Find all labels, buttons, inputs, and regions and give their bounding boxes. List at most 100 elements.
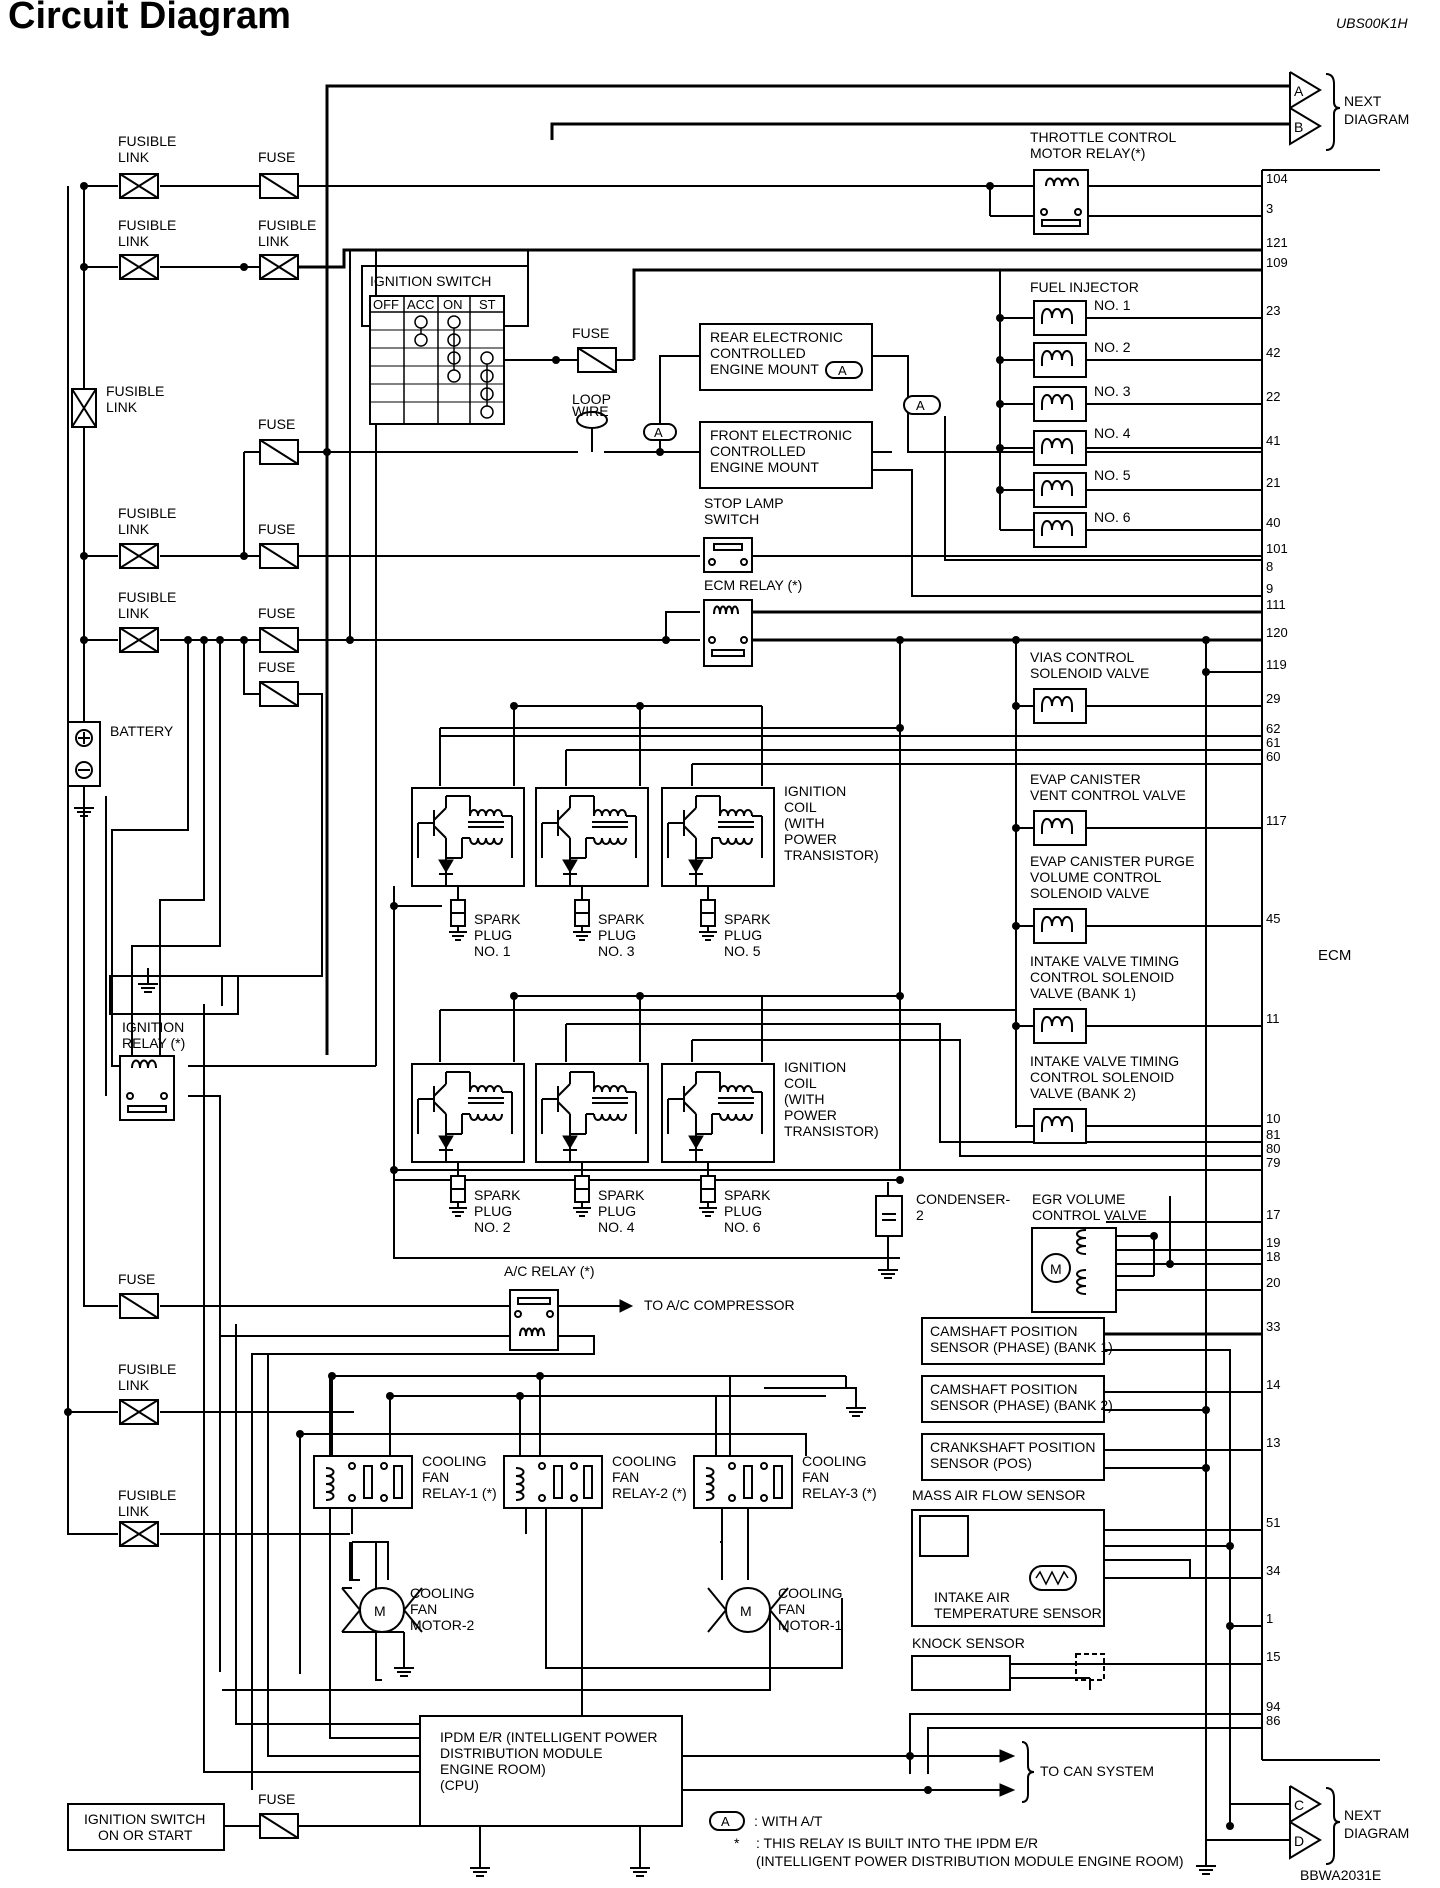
svg-text:TEMPERATURE SENSOR: TEMPERATURE SENSOR bbox=[934, 1605, 1102, 1621]
ecm-pin-34: 34 bbox=[1266, 1563, 1280, 1578]
svg-text:FUSIBLE: FUSIBLE bbox=[118, 1487, 176, 1503]
svg-text:SOLENOID VALVE: SOLENOID VALVE bbox=[1030, 885, 1149, 901]
fuel-injector-group: FUEL INJECTOR NO. 1 NO. 2 NO. 3 NO. 4 NO… bbox=[1030, 279, 1139, 548]
ecm-pin-42: 42 bbox=[1266, 345, 1280, 360]
svg-text:ON: ON bbox=[443, 297, 463, 312]
svg-text:FUSE: FUSE bbox=[258, 1791, 295, 1807]
ecm-pin-45: 45 bbox=[1266, 911, 1280, 926]
svg-text:A/C RELAY (*): A/C RELAY (*) bbox=[504, 1263, 595, 1279]
ground-right bbox=[1195, 1840, 1217, 1875]
ignition-switch-on-start: IGNITION SWITCH ON OR START bbox=[67, 1803, 225, 1851]
next-diagram-label: NEXT bbox=[1344, 1807, 1382, 1823]
svg-text:NO. 5: NO. 5 bbox=[724, 943, 761, 959]
ecm-pin-33: 33 bbox=[1266, 1319, 1280, 1334]
cooling-fan-relay-3: COOLING FAN RELAY-3 (*) bbox=[693, 1453, 877, 1509]
ecm-pin-40: 40 bbox=[1266, 515, 1280, 530]
fuse: FUSE bbox=[258, 416, 299, 465]
battery: BATTERY bbox=[67, 721, 174, 817]
ignition-switch: IGNITION SWITCH OFF ACC ON ST bbox=[361, 265, 529, 425]
svg-text:SENSOR (POS): SENSOR (POS) bbox=[930, 1455, 1032, 1471]
ecm-pin-19: 19 bbox=[1266, 1235, 1280, 1250]
svg-text:COOLING: COOLING bbox=[612, 1453, 677, 1469]
ecm-pin-20: 20 bbox=[1266, 1275, 1280, 1290]
rear-engine-mount: REAR ELECTRONIC CONTROLLED ENGINE MOUNT … bbox=[699, 323, 873, 391]
legend-notes: A : WITH A/T * : THIS RELAY IS BUILT INT… bbox=[709, 1811, 1184, 1869]
front-engine-mount: FRONT ELECTRONIC CONTROLLED ENGINE MOUNT bbox=[699, 421, 873, 489]
ignition-coil-top-row: IGNITION COIL (WITH POWER TRANSISTOR) bbox=[411, 783, 879, 887]
next-diagram-label: DIAGRAM bbox=[1344, 1825, 1409, 1841]
ecm-pin-62: 62 bbox=[1266, 721, 1280, 736]
mass-air-flow-sensor: MASS AIR FLOW SENSOR INTAKE AIR TEMPERAT… bbox=[911, 1487, 1105, 1627]
svg-text:EVAP CANISTER: EVAP CANISTER bbox=[1030, 771, 1141, 787]
svg-text:VENT CONTROL VALVE: VENT CONTROL VALVE bbox=[1030, 787, 1186, 803]
svg-text:VIAS CONTROL: VIAS CONTROL bbox=[1030, 649, 1134, 665]
svg-text:ON OR START: ON OR START bbox=[98, 1827, 193, 1843]
connector-a: A bbox=[1294, 83, 1304, 99]
svg-text:NO. 2: NO. 2 bbox=[474, 1219, 511, 1235]
svg-text:MOTOR-1: MOTOR-1 bbox=[778, 1617, 843, 1633]
svg-text:LINK: LINK bbox=[118, 1377, 150, 1393]
svg-text:PLUG: PLUG bbox=[474, 927, 512, 943]
svg-text:SPARK: SPARK bbox=[724, 911, 771, 927]
svg-text:TRANSISTOR): TRANSISTOR) bbox=[784, 847, 879, 863]
svg-text:LINK: LINK bbox=[106, 399, 138, 415]
svg-text:MOTOR-2: MOTOR-2 bbox=[410, 1617, 475, 1633]
svg-text:FUSIBLE: FUSIBLE bbox=[258, 217, 316, 233]
svg-text:CAMSHAFT POSITION: CAMSHAFT POSITION bbox=[930, 1381, 1078, 1397]
next-diagram-label: NEXT bbox=[1344, 93, 1382, 109]
svg-text:PLUG: PLUG bbox=[724, 927, 762, 943]
svg-text:LINK: LINK bbox=[118, 149, 150, 165]
svg-text:KNOCK SENSOR: KNOCK SENSOR bbox=[912, 1635, 1025, 1651]
ecm-relay: ECM RELAY (*) bbox=[703, 577, 802, 667]
svg-text:NO. 3: NO. 3 bbox=[1094, 383, 1131, 399]
svg-text:FUSIBLE: FUSIBLE bbox=[118, 217, 176, 233]
svg-text:FAN: FAN bbox=[612, 1469, 639, 1485]
svg-text:FRONT ELECTRONIC: FRONT ELECTRONIC bbox=[710, 427, 852, 443]
camshaft-position-sensor-bank1: CAMSHAFT POSITION SENSOR (PHASE) (BANK 1… bbox=[921, 1317, 1113, 1365]
fuel-injector-title: FUEL INJECTOR bbox=[1030, 279, 1139, 295]
svg-text:NO. 4: NO. 4 bbox=[598, 1219, 635, 1235]
svg-text:SENSOR (PHASE) (BANK 1): SENSOR (PHASE) (BANK 1) bbox=[930, 1339, 1113, 1355]
fuse: FUSE bbox=[258, 1791, 299, 1839]
svg-text:ECM RELAY (*): ECM RELAY (*) bbox=[704, 577, 802, 593]
camshaft-position-sensor-bank2: CAMSHAFT POSITION SENSOR (PHASE) (BANK 2… bbox=[921, 1375, 1113, 1423]
svg-text:FUSIBLE: FUSIBLE bbox=[106, 383, 164, 399]
svg-text:SPARK: SPARK bbox=[474, 911, 521, 927]
fuse: FUSE bbox=[572, 325, 617, 373]
fusible-link: FUSIBLE LINK bbox=[118, 217, 176, 280]
svg-text:IGNITION: IGNITION bbox=[784, 783, 846, 799]
ecm-pin-10: 10 bbox=[1266, 1111, 1280, 1126]
next-diagram-label: DIAGRAM bbox=[1344, 111, 1409, 127]
fusible-link: FUSIBLE LINK bbox=[118, 589, 176, 653]
ecm-pin-109: 109 bbox=[1266, 255, 1288, 270]
ignition-switch-title: IGNITION SWITCH bbox=[370, 273, 491, 289]
stop-lamp-switch: STOP LAMP SWITCH bbox=[703, 495, 784, 573]
fusible-link: FUSIBLE LINK bbox=[118, 1361, 176, 1425]
ecm-pin-11: 11 bbox=[1266, 1011, 1280, 1026]
svg-text:CONTROL SOLENOID: CONTROL SOLENOID bbox=[1030, 969, 1174, 985]
svg-text:*: * bbox=[734, 1835, 740, 1851]
svg-text:EGR VOLUME: EGR VOLUME bbox=[1032, 1191, 1125, 1207]
figure-code: BBWA2031E bbox=[1300, 1867, 1381, 1883]
next-diagram-bottom: C D NEXT DIAGRAM bbox=[1289, 1785, 1409, 1865]
fusible-link: FUSIBLE LINK bbox=[71, 383, 164, 428]
intake-valve-timing-solenoid-bank1: INTAKE VALVE TIMING CONTROL SOLENOID VAL… bbox=[1030, 953, 1179, 1044]
svg-text:LINK: LINK bbox=[118, 521, 150, 537]
can-system-label: TO CAN SYSTEM bbox=[1040, 1763, 1154, 1779]
svg-text:SOLENOID VALVE: SOLENOID VALVE bbox=[1030, 665, 1149, 681]
svg-text:ENGINE MOUNT: ENGINE MOUNT bbox=[710, 361, 819, 377]
svg-text:FUSIBLE: FUSIBLE bbox=[118, 505, 176, 521]
svg-text:SPARK: SPARK bbox=[598, 911, 645, 927]
svg-text:(CPU): (CPU) bbox=[440, 1777, 479, 1793]
svg-text:IPDM E/R (INTELLIGENT POWER: IPDM E/R (INTELLIGENT POWER bbox=[440, 1729, 658, 1745]
svg-text:PLUG: PLUG bbox=[598, 927, 636, 943]
fuse: FUSE bbox=[118, 1271, 159, 1319]
svg-text:PLUG: PLUG bbox=[598, 1203, 636, 1219]
svg-text:(WITH: (WITH bbox=[784, 1091, 824, 1107]
svg-text:FUSE: FUSE bbox=[258, 521, 295, 537]
svg-text:A: A bbox=[838, 363, 847, 378]
ecm-pin-119: 119 bbox=[1266, 657, 1287, 672]
svg-text:PLUG: PLUG bbox=[474, 1203, 512, 1219]
throttle-control-motor-relay: THROTTLE CONTROL MOTOR RELAY(*) bbox=[1030, 129, 1176, 235]
svg-text:ENGINE MOUNT: ENGINE MOUNT bbox=[710, 459, 819, 475]
